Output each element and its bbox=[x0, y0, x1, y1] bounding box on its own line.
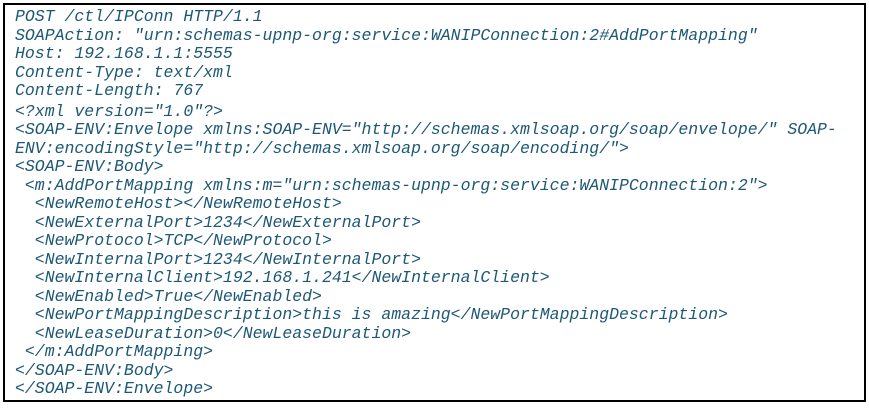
code-line: <SOAP-ENV:Envelope xmlns:SOAP-ENV="http:… bbox=[15, 120, 837, 139]
code-line: Host: 192.168.1.1:5555 bbox=[15, 44, 233, 63]
code-line: <NewExternalPort>1234</NewExternalPort> bbox=[15, 212, 421, 232]
code-line: <NewInternalClient>192.168.1.241</NewInt… bbox=[15, 268, 550, 287]
code-line: Content-Length: 767 bbox=[15, 81, 204, 100]
code-line: </SOAP-ENV:Body> bbox=[15, 360, 174, 380]
code-line: <NewRemoteHost></NewRemoteHost> bbox=[15, 194, 342, 213]
code-line: </m:AddPortMapping> bbox=[15, 342, 214, 361]
code-line: <NewPortMappingDescription>this is amazi… bbox=[15, 305, 728, 324]
code-line: <SOAP-ENV:Body> bbox=[15, 157, 164, 176]
code-line: <NewInternalPort>1234</NewInternalPort> bbox=[15, 249, 421, 269]
code-line: <NewProtocol>TCP</NewProtocol> bbox=[15, 231, 332, 250]
code-line: <m:AddPortMapping xmlns:m="urn:schemas-u… bbox=[15, 175, 768, 195]
code-line: <NewEnabled>True</NewEnabled> bbox=[15, 286, 322, 306]
soap-xml-body: <?xml version="1.0"?><SOAP-ENV:Envelope … bbox=[15, 101, 860, 399]
code-line: Content-Type: text/xml bbox=[15, 62, 233, 82]
code-line: SOAPAction: "urn:schemas-upnp-org:servic… bbox=[15, 25, 758, 45]
code-line: </SOAP-ENV:Envelope> bbox=[15, 379, 214, 398]
code-line: <NewLeaseDuration>0</NewLeaseDuration> bbox=[15, 323, 412, 343]
code-line: <?xml version="1.0"?> bbox=[15, 101, 223, 121]
code-line: POST /ctl/IPConn HTTP/1.1 bbox=[15, 7, 263, 26]
code-line: ENV:encodingStyle="http://schemas.xmlsoa… bbox=[15, 138, 629, 158]
